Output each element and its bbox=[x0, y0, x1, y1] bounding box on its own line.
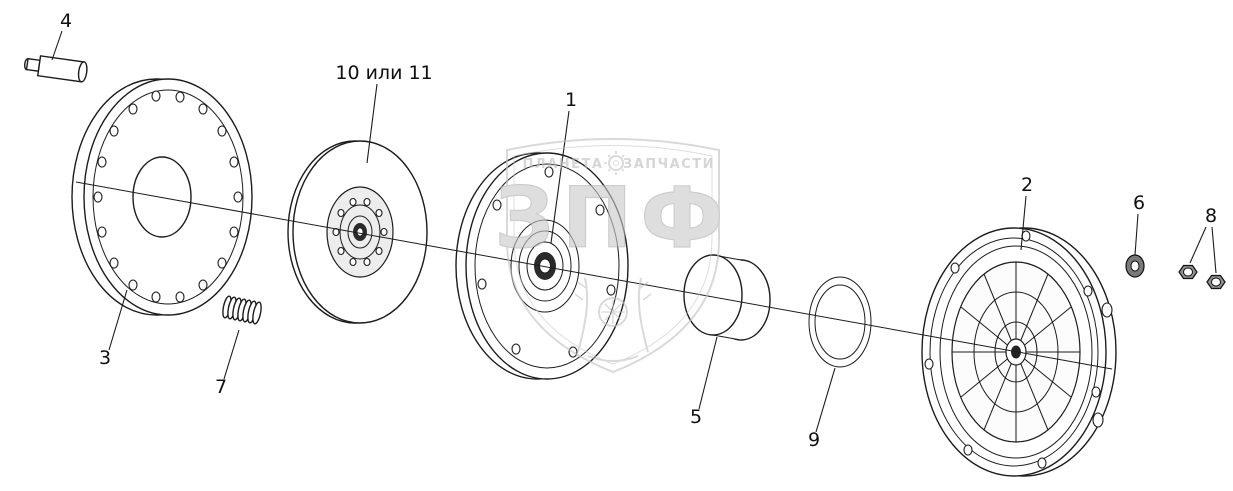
callout-5-label: 5 bbox=[690, 406, 702, 428]
friction-disc-hub-holes bbox=[332, 197, 388, 267]
piston-part bbox=[683, 254, 771, 341]
nut-part-b bbox=[1206, 274, 1226, 290]
watermark-big-text: ЗПФ bbox=[494, 169, 731, 267]
watermark-banner-left: ПЛАНЕТА bbox=[523, 157, 604, 172]
pressure-plate-part bbox=[455, 152, 629, 380]
flywheel-bolt-holes bbox=[93, 90, 243, 303]
pin-part bbox=[23, 55, 88, 83]
o-ring-part bbox=[808, 276, 872, 368]
assembly-axis-line bbox=[75, 181, 1113, 370]
callout-2-label: 2 bbox=[1021, 174, 1033, 196]
friction-disc-part bbox=[287, 140, 428, 324]
watermark: ПЛАНЕТА ЗАПЧАСТИ ЗПФ bbox=[494, 138, 731, 374]
watermark-gear-icon bbox=[604, 151, 628, 175]
callout-6-label: 6 bbox=[1133, 192, 1145, 214]
flywheel-disc-part bbox=[71, 78, 253, 316]
callout-3-label: 3 bbox=[99, 347, 111, 369]
nut-part-a bbox=[1178, 264, 1198, 280]
callout-leader-lines bbox=[51, 30, 1217, 433]
callout-8-label: 8 bbox=[1205, 205, 1217, 227]
washer-part bbox=[1125, 254, 1145, 278]
watermark-banner-right: ЗАПЧАСТИ bbox=[623, 157, 715, 172]
callout-9-label: 9 bbox=[808, 429, 820, 451]
pressure-plate-holes bbox=[477, 166, 616, 358]
callout-1-label: 1 bbox=[565, 89, 577, 111]
cover-spokes bbox=[952, 262, 1080, 442]
watermark-emblem bbox=[574, 277, 652, 362]
watermark-shield-outline bbox=[506, 138, 720, 374]
spring-part bbox=[222, 295, 262, 325]
cover-part bbox=[921, 227, 1117, 477]
callout-4-label: 4 bbox=[60, 10, 72, 32]
callout-7-label: 7 bbox=[215, 376, 227, 398]
cover-flange-holes bbox=[924, 230, 1101, 469]
callout-10-11-label: 10 или 11 bbox=[335, 62, 432, 84]
